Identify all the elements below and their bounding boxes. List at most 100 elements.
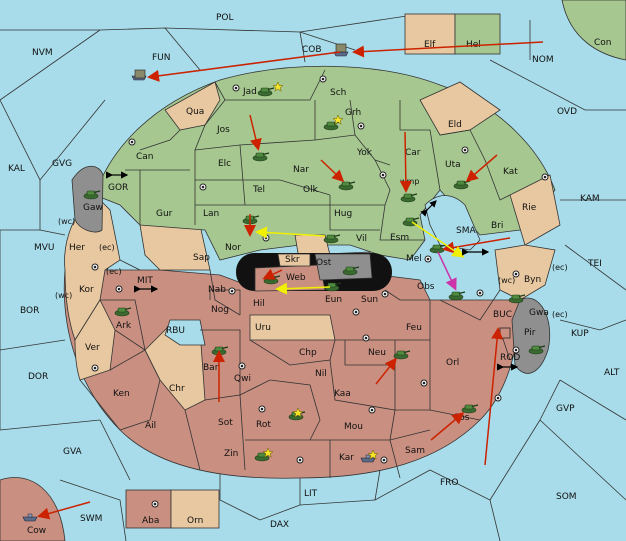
sea-buc: BUC xyxy=(493,310,512,320)
sea-lit: LIT xyxy=(304,489,318,499)
supply-center-icon xyxy=(128,138,136,146)
order-arrow xyxy=(484,327,504,466)
supply-center-icon xyxy=(352,308,360,316)
sea-kup: KUP xyxy=(571,329,589,339)
sea-gvg: GVG xyxy=(52,159,72,169)
supply-center-icon xyxy=(420,379,428,387)
sea-nom: NOM xyxy=(532,55,554,65)
land-orl: Orl xyxy=(446,358,459,368)
supply-center-icon xyxy=(362,334,370,342)
land-gaw: Gaw xyxy=(83,203,103,213)
land-eun: Eun xyxy=(325,295,342,305)
supply-center-icon xyxy=(115,285,123,293)
land-ost: Ost xyxy=(316,258,332,268)
dislodged-unit-marker xyxy=(134,69,146,79)
sea-tei: TEI xyxy=(587,259,602,269)
supply-center-icon xyxy=(296,456,304,464)
supply-center-icon xyxy=(91,364,99,372)
land-uru: Uru xyxy=(255,323,271,333)
land-can: Can xyxy=(136,152,154,162)
order-arrow xyxy=(465,154,498,182)
coast-tags: (wc) (ec) (ec) (wc) (wc) (ec) (ec) xyxy=(55,217,568,319)
order-arrow xyxy=(399,131,412,193)
land-lan: Lan xyxy=(203,209,219,219)
coast-tag-gwa-ec: (ec) xyxy=(552,310,568,319)
land-kat: Kat xyxy=(503,167,518,177)
supply-center-icon xyxy=(494,394,502,402)
sea-bor: BOR xyxy=(20,306,39,316)
land-skr: Skr xyxy=(285,255,300,265)
support-arrow xyxy=(255,226,326,239)
land-qwi: Qwi xyxy=(234,374,251,384)
land-nil: Nil xyxy=(315,369,327,379)
land-gwa: Gwa xyxy=(529,308,549,318)
coast-tag-her-ec: (ec) xyxy=(99,243,115,252)
sea-gor: GOR xyxy=(108,183,128,193)
coast-tag-byn-wc: (wc) xyxy=(498,276,515,285)
sea-rod: ROD xyxy=(500,353,520,363)
land-uta: Uta xyxy=(445,160,461,170)
order-arrow xyxy=(430,412,465,441)
supply-center-icon xyxy=(461,146,469,154)
sea-gvp: GVP xyxy=(556,404,575,414)
land-con: Con xyxy=(594,38,612,48)
sea-fro: FRO xyxy=(440,478,459,488)
supply-center-icon xyxy=(512,270,520,278)
land-grh: Grh xyxy=(345,108,361,118)
land-rie: Rie xyxy=(522,203,537,213)
sea-cob: COB xyxy=(302,45,322,55)
star-icon xyxy=(272,81,284,92)
land-sun: Sun xyxy=(361,295,378,305)
dislodged-unit-marker xyxy=(335,43,347,53)
land-sap: Sap xyxy=(193,253,210,263)
star-icon xyxy=(292,407,304,418)
land-sch: Sch xyxy=(330,88,346,98)
land-kor: Kor xyxy=(79,285,94,295)
land-chp: Chp xyxy=(299,348,317,358)
supply-center-icon xyxy=(476,289,484,297)
land-pir: Pir xyxy=(524,328,536,338)
sea-mit: MIT xyxy=(137,276,153,286)
land-orn: Orn xyxy=(187,516,203,526)
land-mel: Mel xyxy=(406,254,422,264)
land-yok: Yok xyxy=(356,148,373,158)
land-eld: Eld xyxy=(448,120,462,130)
land-tel: Tel xyxy=(252,185,265,195)
coast-tag-her-wc: (wc) xyxy=(58,217,75,226)
supply-center-icon xyxy=(199,183,207,191)
land-wmp: wmp xyxy=(400,177,419,186)
support-arrow xyxy=(275,282,331,295)
supply-center-icon xyxy=(319,75,327,83)
supply-center-icon xyxy=(368,406,376,414)
sea-som: SOM xyxy=(556,492,577,502)
land-car: Car xyxy=(405,148,421,158)
sea-dor: DOR xyxy=(28,372,48,382)
coast-tag-byn-ec: (ec) xyxy=(552,263,568,272)
land-nar: Nar xyxy=(293,165,309,175)
order-arrow xyxy=(320,159,345,183)
land-nab: Nab xyxy=(208,285,226,295)
land-qua: Qua xyxy=(186,107,204,117)
land-obs: Obs xyxy=(417,282,435,292)
land-byn: Byn xyxy=(524,275,541,285)
order-arrow xyxy=(262,268,283,280)
land-her: Her xyxy=(69,243,85,253)
land-bar: Bar xyxy=(203,363,219,373)
land-feu: Feu xyxy=(406,323,422,333)
order-arrows xyxy=(37,41,544,520)
sea-gva: GVA xyxy=(63,447,83,457)
star-icon xyxy=(332,114,344,125)
land-ver: Ver xyxy=(85,343,100,353)
land-cow: Cow xyxy=(27,526,46,536)
land-aba: Aba xyxy=(142,516,159,526)
sea-labels: POL NVM FUN COB NOM OVD KAL GVG GOR KAM … xyxy=(8,13,620,530)
sea-mvu: MVU xyxy=(34,243,55,253)
sea-alt: ALT xyxy=(604,368,620,378)
support-arrow xyxy=(411,221,465,258)
convoy-arrow xyxy=(437,251,457,291)
land-zin: Zin xyxy=(224,449,238,459)
supply-center-icon xyxy=(512,346,520,354)
land-elf: Elf xyxy=(424,40,436,50)
sea-nvm: NVM xyxy=(32,48,53,58)
land-ark: Ark xyxy=(116,321,132,331)
